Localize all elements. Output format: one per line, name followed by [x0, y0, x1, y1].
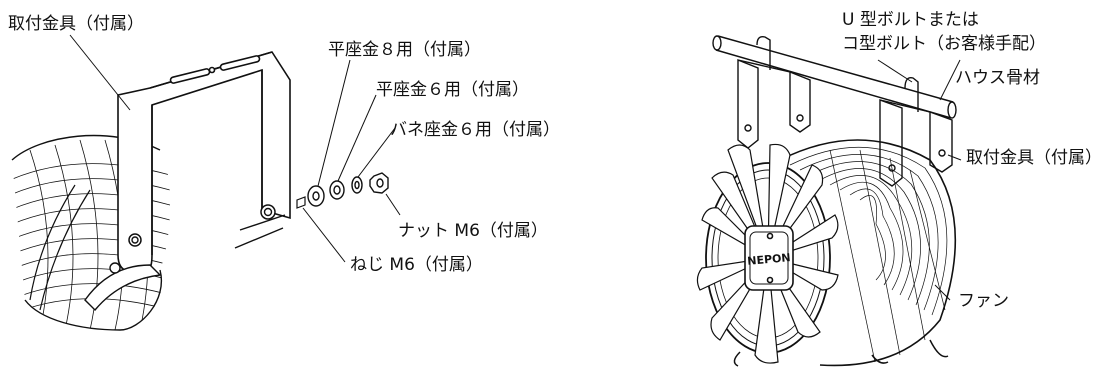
left-leader-lines [69, 34, 401, 263]
label-spring-washer-6: バネ座金６用（付属） [390, 120, 560, 140]
left-u-bracket [117, 51, 291, 273]
house-frame-pipe [712, 35, 957, 119]
label-flat-washer-8: 平座金８用（付属） [328, 40, 481, 60]
label-u-bolt-line2: コ型ボルト（お客様手配） [842, 34, 1046, 54]
right-bracket-front [879, 99, 953, 187]
screw-m6-shaft [296, 196, 306, 209]
left-detail-drawing [11, 34, 401, 331]
label-u-bolt-line1: U 型ボルトまたは [842, 10, 979, 30]
label-nut-m6: ナット M6（付属） [398, 221, 548, 241]
right-bracket-back [737, 58, 811, 149]
label-flat-washer-6: 平座金６用（付属） [376, 80, 529, 100]
fan-guard-rings [789, 146, 948, 316]
fan-stand [733, 339, 949, 367]
label-mounting-bracket-left: 取付金具（付属） [8, 14, 144, 34]
fan-hub [744, 225, 794, 291]
right-leader-lines [877, 59, 962, 301]
washer-stack [307, 172, 389, 207]
label-screw-m6: ねじ M6（付属） [350, 255, 483, 275]
fan-guard [779, 139, 957, 367]
u-bolt-right [904, 77, 919, 112]
u-bolt-left [756, 35, 771, 70]
right-installed-view: NEPON [696, 35, 962, 367]
label-mounting-bracket-right: 取付金具（付属） [966, 148, 1102, 168]
label-house-frame: ハウス骨材 [955, 68, 1040, 88]
label-fan: ファン [958, 291, 1009, 311]
fan-badge-logo: NEPON [747, 251, 791, 268]
